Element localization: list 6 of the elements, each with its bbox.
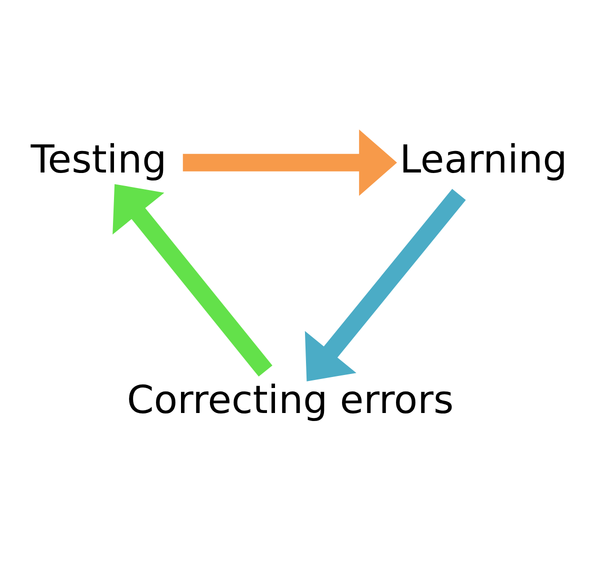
node-text: Learning bbox=[400, 137, 568, 182]
arrow bbox=[112, 184, 272, 377]
arrow bbox=[182, 129, 397, 196]
arrow bbox=[304, 188, 466, 382]
node-text: Testing bbox=[30, 137, 167, 182]
node-text: Correcting errors bbox=[126, 378, 454, 424]
